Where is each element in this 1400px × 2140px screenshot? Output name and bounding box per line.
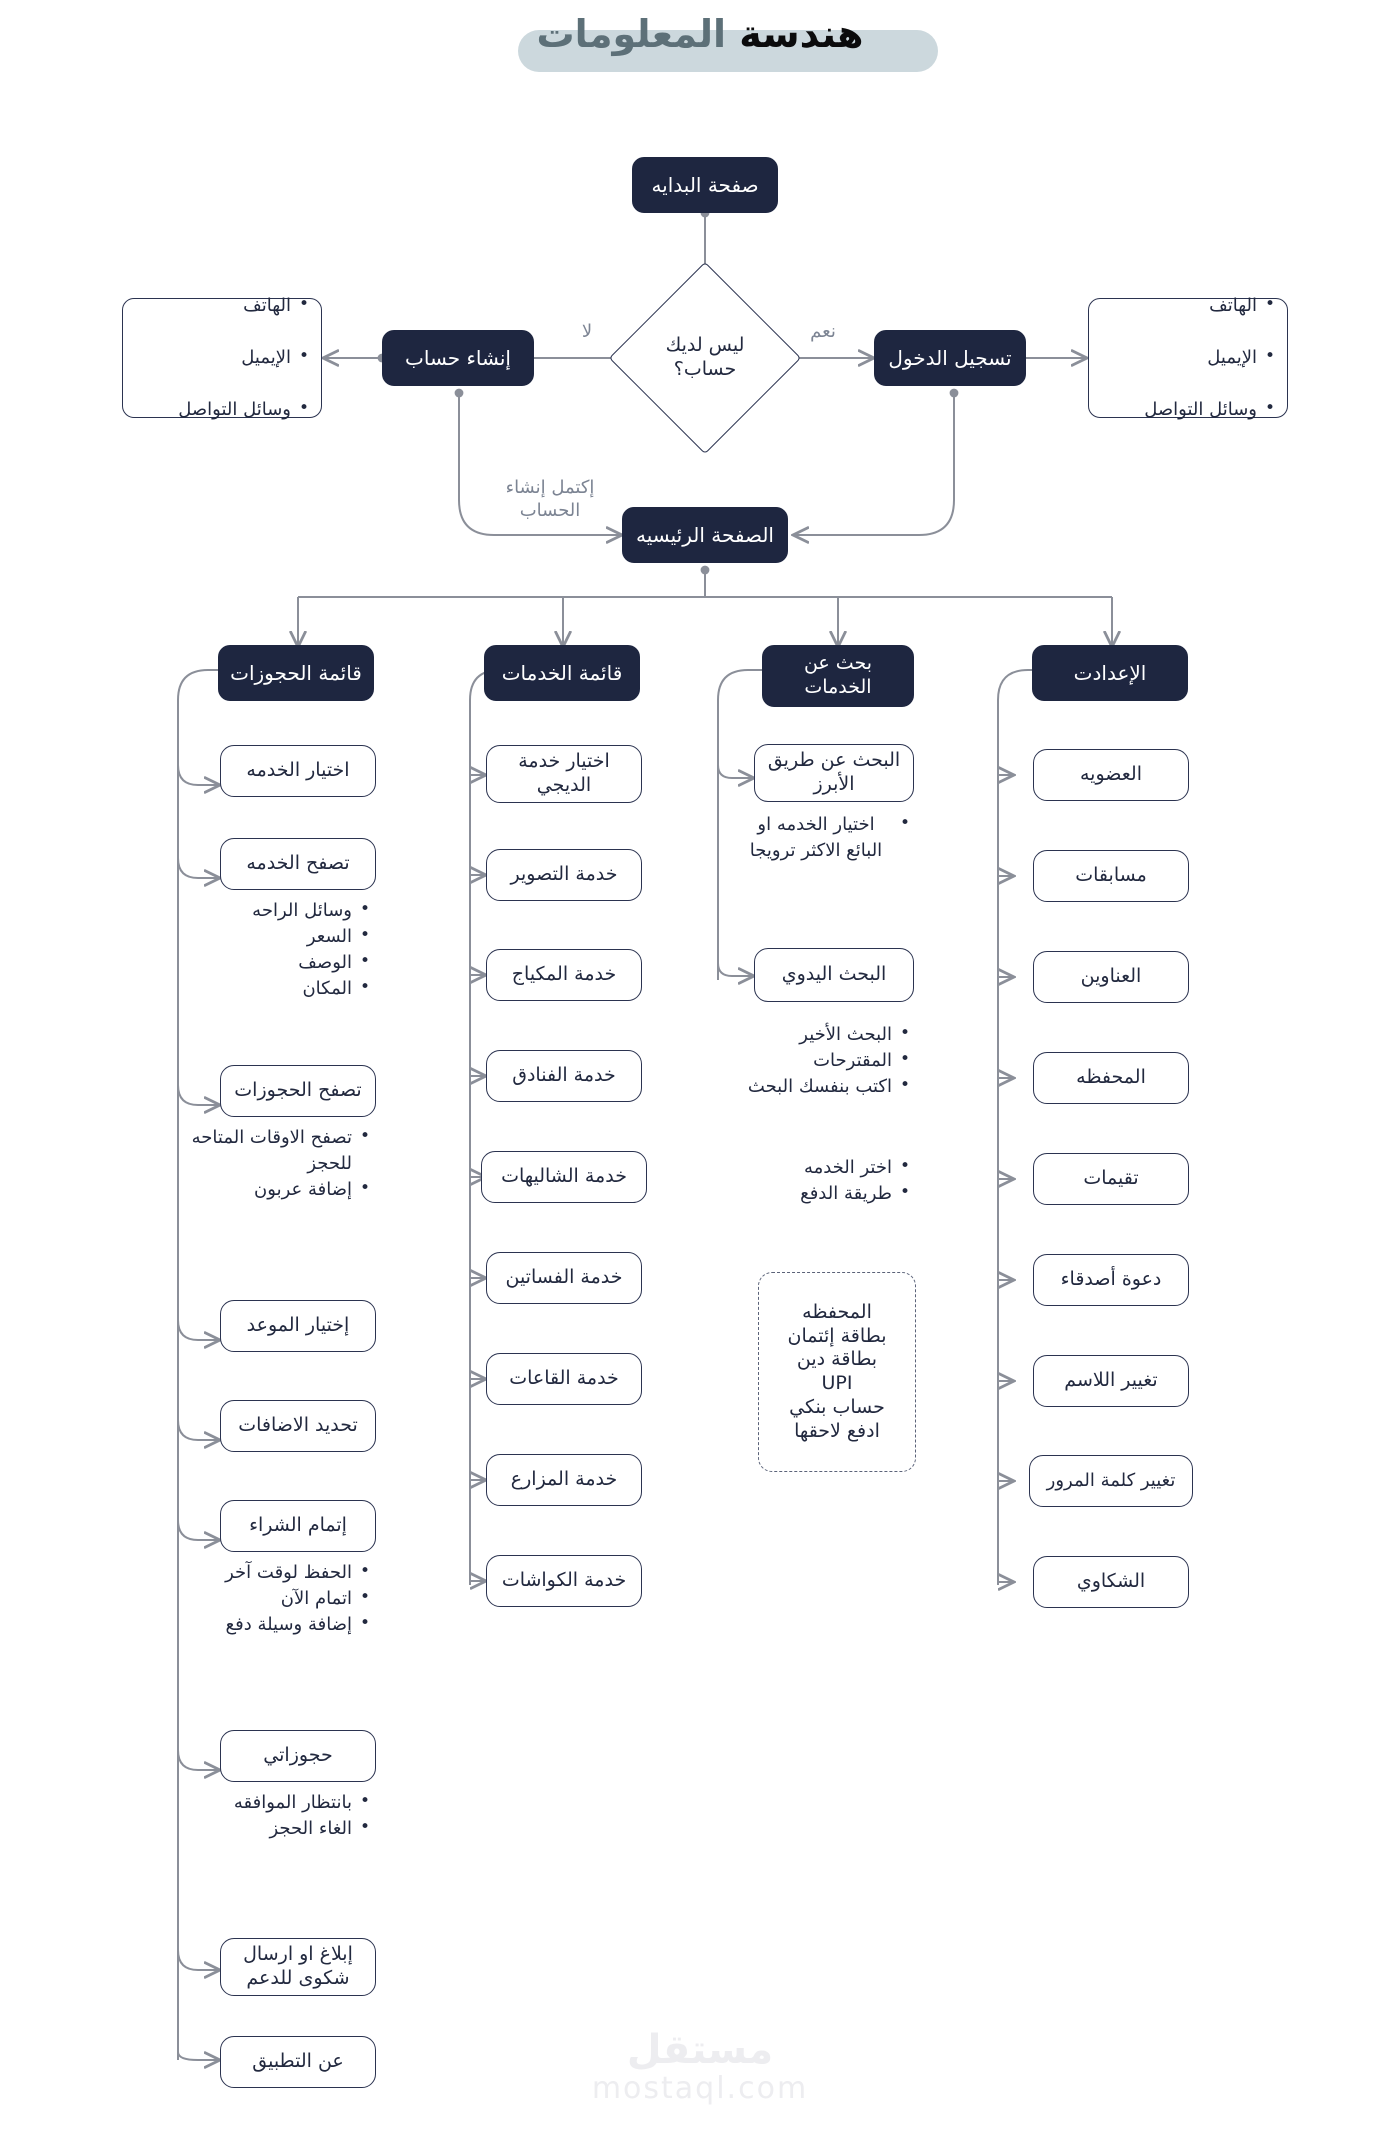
bullets-my-reservations: بانتظار الموافقه الغاء الحجز [186,1789,382,1842]
title-highlight-bar [518,30,938,72]
edge-label-yes: نعم [810,321,836,342]
node-select-service[interactable]: اختيار الخدمه [220,745,376,797]
box-contact-methods-right: الهاتف الإيميل وسائل التواصل [1088,292,1288,421]
list-item: إضافة وسيلة دفع [186,1611,370,1638]
node-complaints[interactable]: الشكاوي [1033,1556,1189,1608]
node-decision-has-account[interactable]: ليس لديك حساب؟ [608,261,802,455]
node-browse-reservations[interactable]: تصفح الحجوزات [220,1065,376,1117]
list-item: وسائل الراحه [196,897,370,924]
list-item: الإيميل [1089,344,1275,371]
list-item: اتمام الآن [186,1585,370,1612]
list-item: البحث الأخير [738,1021,910,1048]
list-item: الهاتف [123,292,309,319]
node-invite-friends[interactable]: دعوة أصدقاء [1033,1254,1189,1306]
node-service-photography[interactable]: خدمة التصوير [486,849,642,901]
list-item: اختر الخدمه [738,1154,910,1181]
contact-right-bullets: الهاتف الإيميل وسائل التواصل [1089,241,1287,476]
list-item: المقترحات [738,1047,910,1074]
list-item: الغاء الحجز [186,1815,371,1842]
list-item: وسائل التواصل [123,396,309,423]
watermark-arabic: مستقل [626,2027,774,2073]
edge-label-no: لا [581,321,593,342]
node-search-featured[interactable]: البحث عن طريق الأبرز [754,744,914,802]
list-item: المكان [196,975,370,1002]
list-item: الإيميل [123,344,309,371]
node-service-chalets[interactable]: خدمة الشاليهات [481,1151,647,1203]
list-item: إضافة عربون [186,1176,370,1203]
node-login[interactable]: تسجيل الدخول [874,330,1026,386]
page-title: هندسة المعلومات [0,12,1400,56]
box-contact-methods-left: الهاتف الإيميل وسائل التواصل [122,292,322,421]
watermark-latin: mostaql.com [591,2071,809,2106]
bullets-complete-purchase: الحفظ لوقت آخر اتمام الآن إضافة وسيلة دف… [186,1559,382,1638]
list-item: اكتب بنفسك البحث [738,1073,910,1100]
node-service-hotels[interactable]: خدمة الفنادق [486,1050,642,1102]
edge-label-account-created: إكتمل إنشاء الحساب [505,477,595,522]
list-item: تصفح الاوقات المتاحه للحجز [186,1124,370,1177]
node-ratings[interactable]: تقيمات [1033,1153,1189,1205]
list-item: طريقة الدفع [738,1180,910,1207]
list-item: الحفظ لوقت آخر [186,1559,370,1586]
list-item: اختيار الخدمه او البائع الاكثر ترويجا [740,811,910,864]
decision-label: ليس لديك حساب؟ [665,334,745,380]
column-header-services[interactable]: قائمة الخدمات [484,645,640,701]
contact-left-bullets: الهاتف الإيميل وسائل التواصل [123,241,321,476]
node-addresses[interactable]: العناوين [1033,951,1189,1003]
node-about-app[interactable]: عن التطبيق [220,2036,376,2088]
list-item: الهاتف [1089,292,1275,319]
page-title-part1: هندسة [739,12,864,56]
node-search-manual[interactable]: البحث اليدوي [754,948,914,1002]
bullets-browse-service: وسائل الراحه السعر الوصف المكان [196,897,382,1002]
bullets-search-manual: البحث الأخير المقترحات اكتب بنفسك البحث [738,1021,922,1100]
node-select-addons[interactable]: تحديد الاضافات [220,1400,376,1452]
node-browse-service[interactable]: تصفح الخدمه [220,838,376,890]
list-item: وسائل التواصل [1089,396,1275,423]
node-create-account[interactable]: إنشاء حساب [382,330,534,386]
node-service-makeup[interactable]: خدمة المكياج [486,949,642,1001]
list-item: الوصف [196,949,370,976]
node-change-name[interactable]: تغيير اللاسم [1033,1355,1189,1407]
node-service-farms[interactable]: خدمة المزارع [486,1454,642,1506]
bullets-search-featured: اختيار الخدمه او البائع الاكثر ترويجا [740,811,922,864]
column-header-search[interactable]: بحث عن الخدمات [762,645,914,707]
node-change-password[interactable]: تغيير كلمة المرور [1029,1455,1193,1507]
node-service-dresses[interactable]: خدمة الفساتين [486,1252,642,1304]
mostaql-watermark: مستقل mostaql.com [0,2030,1400,2108]
column-header-settings[interactable]: الإعدادت [1032,645,1188,701]
column-header-reservations[interactable]: قائمة الحجوزات [218,645,374,701]
node-service-kawashat[interactable]: خدمة الكواشات [486,1555,642,1607]
node-service-dj[interactable]: اختيار خدمة الديجي [486,745,642,803]
node-contests[interactable]: مسابقات [1033,850,1189,902]
node-my-reservations[interactable]: حجوزاتي [220,1730,376,1782]
node-home[interactable]: الصفحة الرئيسيه [622,507,788,563]
node-select-appointment[interactable]: إختيار الموعد [220,1300,376,1352]
page-title-part2: المعلومات [536,12,727,56]
node-report-support[interactable]: إبلاغ او ارسال شكوى للدعم [220,1938,376,1996]
node-service-halls[interactable]: خدمة القاعات [486,1353,642,1405]
list-item: بانتظار الموافقه [186,1789,370,1816]
node-wallet[interactable]: المحفظه [1033,1052,1189,1104]
node-start[interactable]: صفحة البدايه [632,157,778,213]
box-payment-methods: المحفظه بطاقة إئتمان بطاقة دين UPI حساب … [758,1272,916,1472]
node-complete-purchase[interactable]: إتمام الشراء [220,1500,376,1552]
bullets-search-extra: اختر الخدمه طريقة الدفع [738,1154,922,1207]
bullets-browse-reservations: تصفح الاوقات المتاحه للحجز إضافة عربون [186,1124,382,1203]
node-membership[interactable]: العضويه [1033,749,1189,801]
list-item: السعر [196,923,370,950]
